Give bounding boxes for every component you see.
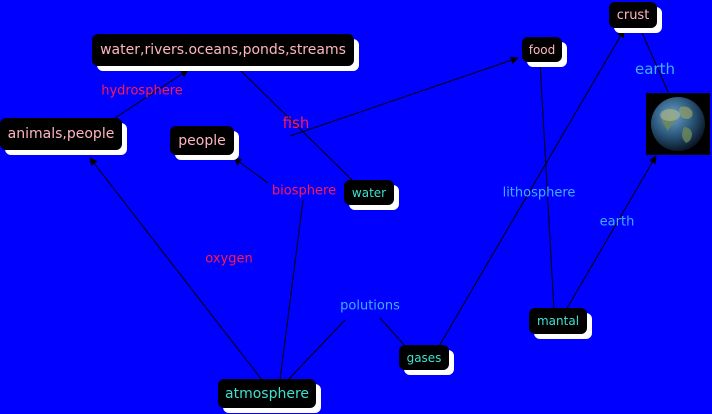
node-water[interactable]: water — [344, 180, 394, 205]
edge-water-bodies-water — [237, 67, 355, 183]
node-mantal-label: mantal — [536, 314, 580, 328]
earth-globe-icon — [651, 97, 705, 151]
node-people[interactable]: people — [170, 126, 234, 155]
edge-atmosphere-biosphere — [279, 199, 304, 381]
node-gases-label: gases — [406, 350, 442, 365]
edge-mantal-earth — [565, 155, 657, 311]
label-polutions: polutions — [340, 298, 400, 314]
node-atmosphere-label: atmosphere — [225, 385, 309, 402]
edge-atmosphere-polutions — [285, 319, 346, 383]
label-lithosphere: lithosphere — [502, 185, 576, 201]
edge-biosphere-people — [233, 157, 269, 184]
label-fish: fish — [282, 114, 310, 132]
edge-crust-earth — [639, 27, 669, 93]
label-earth-mid: earth — [599, 214, 635, 230]
node-people-label: people — [178, 132, 226, 149]
node-food-label: food — [528, 42, 556, 57]
edge-hydrosphere-water-bodies — [114, 69, 189, 119]
node-water-bodies-label: water,rivers.oceans,ponds,streams — [100, 42, 346, 58]
edge-polutions-gases — [379, 317, 408, 349]
edge-food-mantal — [539, 61, 555, 311]
node-atmosphere[interactable]: atmosphere — [218, 379, 316, 408]
node-water-bodies[interactable]: water,rivers.oceans,ponds,streams — [92, 34, 354, 66]
node-food[interactable]: food — [522, 37, 562, 62]
node-water-label: water — [351, 185, 387, 200]
earth-globe-image[interactable] — [646, 93, 710, 155]
label-earth-top: earth — [635, 60, 675, 78]
label-biosphere: biosphere — [271, 183, 337, 199]
node-mantal[interactable]: mantal — [529, 308, 587, 334]
node-animals-people[interactable]: animals,people — [0, 118, 122, 150]
node-animals-people-label: animals,people — [7, 126, 115, 142]
edge-fish-food — [289, 56, 519, 137]
node-crust[interactable]: crust — [609, 2, 657, 28]
edge-atmosphere-animals — [89, 157, 263, 381]
node-gases[interactable]: gases — [399, 345, 449, 370]
label-hydrosphere: hydrosphere — [101, 83, 183, 99]
node-crust-label: crust — [616, 7, 650, 23]
label-oxygen: oxygen — [205, 251, 253, 267]
edge-gases-crust — [437, 29, 625, 349]
